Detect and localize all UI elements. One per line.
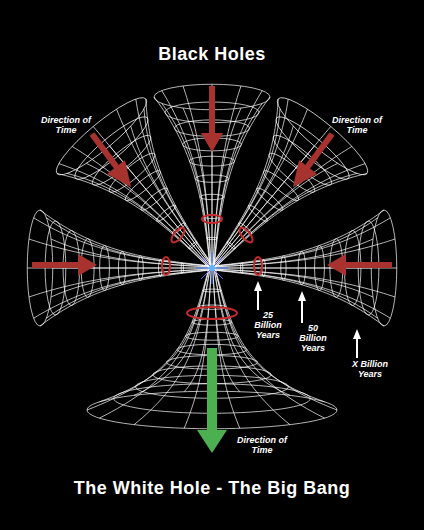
- funnel-meridian: [162, 91, 210, 266]
- funnel-meridian: [214, 97, 270, 266]
- time-ring: [202, 215, 222, 223]
- funnel-meridian: [214, 270, 384, 326]
- arrow-head: [327, 254, 346, 276]
- arrow-head: [107, 160, 131, 187]
- arrow-shaft: [344, 262, 392, 268]
- time-rings: [162, 215, 262, 319]
- funnel-meridian: [134, 270, 210, 425]
- funnel-meridian: [93, 126, 210, 266]
- pointer-head: [254, 281, 262, 291]
- time-arrows: [32, 86, 392, 276]
- funnel-meridian: [99, 270, 209, 418]
- funnel-meridian: [162, 103, 210, 266]
- singularity-dot: [209, 265, 215, 271]
- funnel-meridian: [214, 269, 290, 395]
- funnel-meridian: [34, 218, 210, 266]
- annotation-label: Direction of Time: [327, 115, 387, 135]
- arrow-head: [201, 133, 223, 152]
- funnel-meridian: [214, 91, 262, 266]
- funnel-meridian: [34, 270, 210, 318]
- funnel-meridian: [214, 173, 357, 268]
- singularity: [196, 252, 228, 284]
- arrow-shaft: [209, 86, 215, 136]
- time-ring: [237, 226, 255, 245]
- pointer-shaft: [356, 336, 358, 358]
- time-ring: [187, 307, 237, 319]
- funnel-meridian: [213, 126, 330, 266]
- funnel: [154, 84, 270, 267]
- funnel-meridian: [214, 270, 290, 425]
- funnel-meridian: [40, 210, 210, 266]
- funnel-meridian: [213, 270, 377, 318]
- funnel: [27, 210, 211, 326]
- funnel-meridian: [134, 269, 210, 395]
- funnel-meridian: [213, 218, 377, 266]
- diagram-title: Black Holes: [0, 44, 424, 65]
- funnel-meridian: [214, 269, 395, 297]
- funnel-meridian: [212, 109, 280, 266]
- funnel-meridian: [215, 164, 365, 268]
- funnel-meridian: [154, 97, 210, 266]
- funnel-meridian: [212, 99, 288, 265]
- arrow-head: [197, 430, 227, 453]
- white-hole-arrow: [197, 348, 227, 453]
- arrow-shaft: [92, 134, 118, 169]
- funnel-meridian: [212, 84, 213, 266]
- funnel-meridian: [214, 210, 384, 266]
- funnel-meridian: [214, 163, 338, 267]
- funnel-meridian: [46, 270, 210, 318]
- diagram-caption: The White Hole - The Big Bang: [0, 478, 424, 499]
- pointer-head: [298, 291, 306, 301]
- funnel-meridian: [40, 270, 210, 326]
- funnel-meridian: [183, 108, 211, 267]
- arrow-shaft: [306, 134, 332, 169]
- time-ring: [162, 257, 170, 275]
- funnel-meridian: [213, 269, 373, 297]
- funnel-meridian: [51, 269, 211, 297]
- annotation-label: 50 Billion Years: [295, 323, 331, 353]
- funnel-meridian: [29, 239, 210, 267]
- arrow-shaft: [32, 262, 80, 268]
- annotation-label: 25 Billion Years: [250, 310, 286, 340]
- funnel-meridian: [86, 163, 210, 267]
- funnel-meridian: [99, 269, 209, 402]
- annotation-label: Direction of Time: [232, 435, 292, 455]
- funnel-meridian: [67, 173, 210, 268]
- funnel-meridian: [136, 99, 212, 265]
- funnel-meridian: [59, 164, 209, 268]
- pointer-shaft: [257, 288, 259, 310]
- arrow-head: [293, 160, 317, 187]
- annotation-label: X Billion Years: [352, 359, 388, 379]
- funnel-meridian: [214, 103, 262, 266]
- funnel-meridian: [214, 218, 390, 266]
- arrow-shaft: [207, 348, 217, 432]
- time-ring: [254, 257, 262, 275]
- time-ring: [169, 226, 187, 245]
- funnel-meridian: [213, 86, 241, 266]
- arrow-head: [78, 254, 97, 276]
- funnel-meridian: [213, 108, 241, 267]
- annotation-label: Direction of Time: [36, 115, 96, 135]
- pointer-head: [353, 329, 361, 339]
- singularity-ray: [201, 257, 223, 279]
- pointer-shaft: [301, 298, 303, 323]
- singularity-ray: [201, 257, 223, 279]
- funnel-meridian: [144, 109, 212, 266]
- funnel-meridian: [46, 218, 210, 266]
- funnel: [213, 210, 397, 326]
